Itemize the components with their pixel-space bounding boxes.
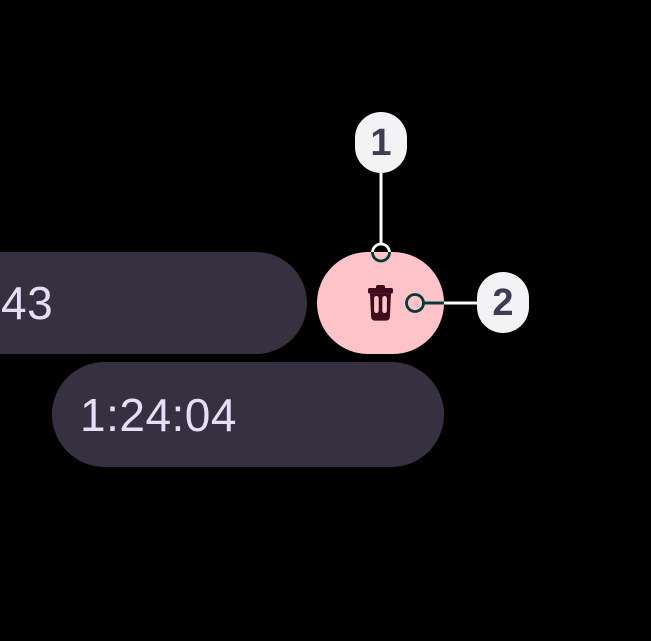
timer-display-primary: 43 (1, 277, 54, 329)
delete-timer-button[interactable] (317, 252, 444, 354)
trash-icon (368, 285, 393, 321)
timer-display-secondary: 1:24:04 (80, 388, 237, 441)
timer-display-primary-pill: 43 (0, 252, 307, 354)
callout-1-label: 1 (370, 121, 392, 164)
timer-display-secondary-pill: 1:24:04 (52, 362, 444, 467)
callout-1-badge: 1 (355, 112, 407, 173)
callout-2-badge: 2 (477, 272, 529, 333)
callout-2-label: 2 (492, 281, 514, 324)
